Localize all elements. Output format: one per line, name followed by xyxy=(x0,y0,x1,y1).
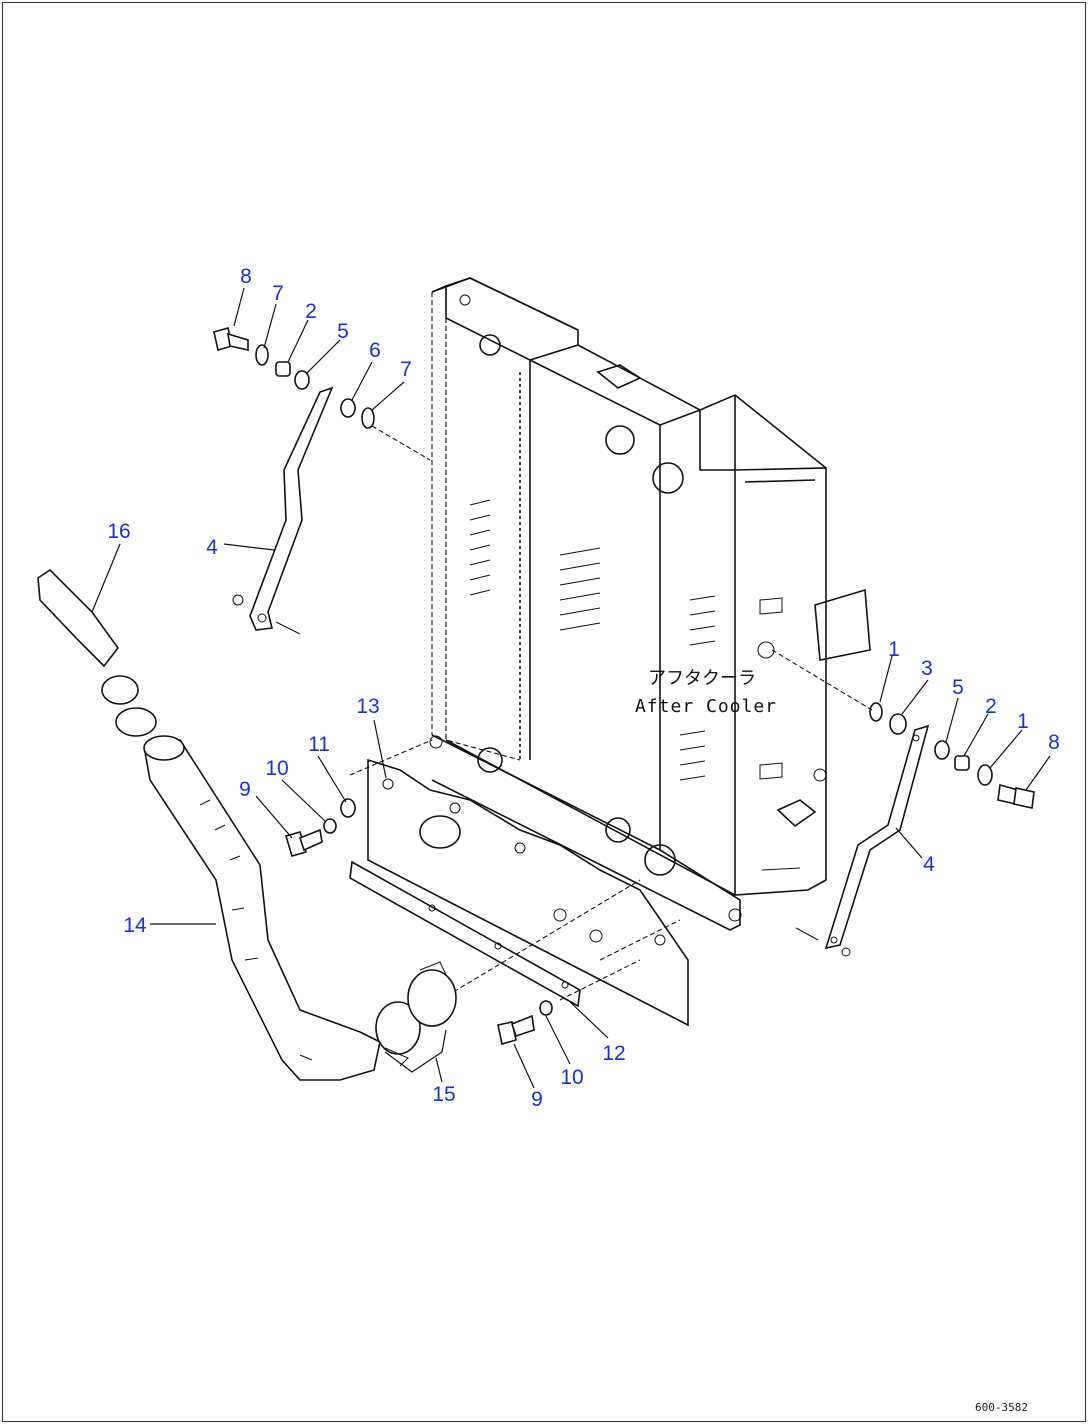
callout-14: 14 xyxy=(123,914,147,937)
callout-6: 6 xyxy=(369,339,381,362)
left-stay-assembly xyxy=(213,326,431,635)
callout-16: 16 xyxy=(107,520,130,543)
component-label-jp: アフタクーラ xyxy=(648,668,756,689)
callout-4: 4 xyxy=(206,536,218,559)
right-stay-assembly xyxy=(771,649,1035,957)
callout-9: 9 xyxy=(531,1088,543,1111)
callout-10: 10 xyxy=(265,757,288,780)
callout-7: 7 xyxy=(272,282,284,305)
callout-3: 3 xyxy=(921,657,933,680)
callout-9: 9 xyxy=(239,778,251,801)
callout-13: 13 xyxy=(356,695,379,718)
leader-lines xyxy=(91,287,1051,1089)
hose-assembly xyxy=(37,568,457,1081)
callout-8: 8 xyxy=(1048,731,1060,754)
callout-8: 8 xyxy=(240,265,252,288)
callout-7: 7 xyxy=(400,358,412,381)
callout-1: 1 xyxy=(888,638,900,661)
callout-5: 5 xyxy=(952,676,964,699)
cover-plates xyxy=(285,739,689,1046)
radiator-assembly: アフタクーラ After Cooler xyxy=(429,277,871,931)
callout-labels: 8 7 2 5 6 7 16 4 13 11 10 9 14 15 9 10 1… xyxy=(107,265,1060,1111)
component-label-en: After Cooler xyxy=(635,696,777,717)
callout-15: 15 xyxy=(432,1083,455,1106)
callout-12: 12 xyxy=(602,1042,625,1065)
drawing-number: 600-3582 xyxy=(975,1401,1028,1414)
callout-4: 4 xyxy=(923,853,935,876)
callout-2: 2 xyxy=(305,300,317,323)
callout-11: 11 xyxy=(308,733,330,756)
callout-5: 5 xyxy=(337,320,349,343)
callout-2: 2 xyxy=(985,695,997,718)
callout-10: 10 xyxy=(560,1066,583,1089)
callout-1: 1 xyxy=(1017,710,1029,733)
